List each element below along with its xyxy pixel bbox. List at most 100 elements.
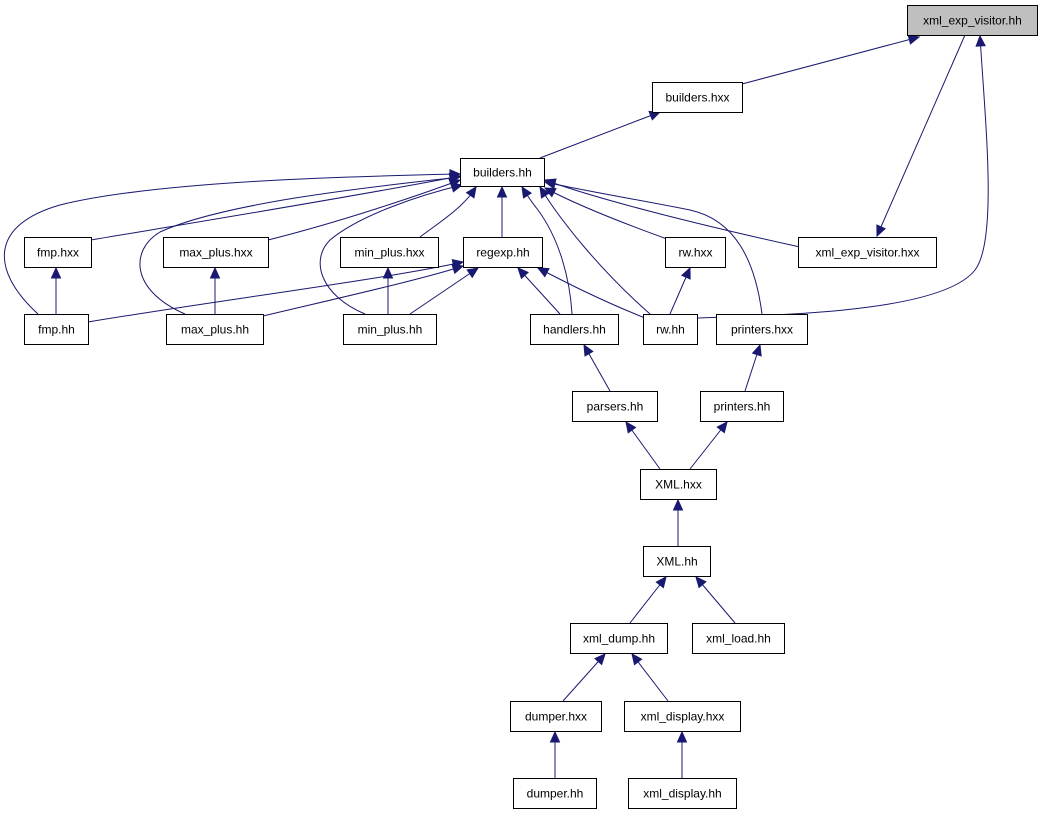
node-label: XML.hh: [656, 555, 697, 569]
arrowhead-icon: [583, 343, 594, 357]
node-label: xml_display.hxx: [641, 710, 725, 724]
node-label: builders.hh: [473, 166, 532, 180]
node-box: [652, 82, 743, 113]
arrowhead-icon: [536, 267, 550, 278]
arrowhead-icon: [465, 185, 477, 199]
arrowhead-icon: [625, 421, 637, 434]
node-fmp-hh[interactable]: fmp.hh: [24, 314, 89, 345]
arrowhead-icon: [448, 172, 462, 184]
node-label: xml_dump.hh: [583, 632, 655, 646]
node-label: printers.hh: [714, 400, 771, 414]
edge-xml_display_hh-to-xml_display_hxx: [676, 730, 688, 778]
edge-printers_hxx-to-builders_hh: [543, 179, 763, 315]
arrowhead-icon: [450, 182, 464, 193]
node-label: xml_display.hh: [643, 787, 721, 801]
edge-printers_hh-to-printers_hxx: [744, 343, 762, 392]
edge-dumper_hxx-to-xml_dump_hh: [562, 653, 606, 702]
node-xml-exp-visitor-hh[interactable]: xml_exp_visitor.hh: [907, 5, 1038, 36]
edge-rw_hh-to-regexp_hh: [536, 267, 646, 319]
node-box: [513, 778, 597, 809]
node-xml-exp-visitor-hxx[interactable]: xml_exp_visitor.hxx: [798, 237, 937, 268]
node-parsers-hh[interactable]: parsers.hh: [572, 391, 658, 422]
node-label: builders.hxx: [665, 91, 729, 105]
arrowhead-icon: [517, 267, 529, 280]
edge-min_plus_hh-to-regexp_hh: [409, 267, 480, 315]
node-box: [163, 237, 269, 268]
edge-builders_hh-to-builders_hxx: [539, 110, 662, 159]
arrowhead-icon: [672, 498, 684, 511]
node-box: [628, 778, 737, 809]
node-box: [340, 237, 439, 268]
node-builders-hh[interactable]: builders.hh: [460, 158, 545, 187]
node-XML-hxx[interactable]: XML.hxx: [640, 469, 717, 500]
node-xml-load-hh[interactable]: xml_load.hh: [692, 623, 785, 654]
node-xml-display-hxx[interactable]: xml_display.hxx: [624, 701, 741, 732]
node-dumper-hxx[interactable]: dumper.hxx: [510, 701, 602, 732]
node-builders-hxx[interactable]: builders.hxx: [652, 82, 743, 113]
arrowhead-icon: [631, 653, 643, 666]
node-regexp-hh[interactable]: regexp.hh: [463, 237, 543, 268]
arrowhead-icon: [655, 576, 667, 589]
node-box: [166, 314, 264, 345]
node-label: min_plus.hh: [358, 323, 423, 337]
node-box: [463, 237, 543, 268]
node-box: [570, 623, 668, 654]
edge-rw_hh-to-xml_exp_visitor_hh: [696, 34, 989, 319]
arrowhead-icon: [695, 576, 707, 589]
node-box: [716, 314, 808, 345]
edge-XML_hh-to-XML_hxx: [672, 498, 684, 546]
node-label: xml_exp_visitor.hh: [923, 14, 1022, 28]
arrowhead-icon: [716, 421, 728, 434]
node-box: [643, 314, 698, 345]
node-max-plus-hxx[interactable]: max_plus.hxx: [163, 237, 269, 268]
node-box: [692, 623, 785, 654]
node-fmp-hxx[interactable]: fmp.hxx: [24, 237, 92, 268]
arrowhead-icon: [680, 266, 691, 280]
node-label: rw.hh: [656, 323, 685, 337]
node-min-plus-hh[interactable]: min_plus.hh: [343, 314, 437, 345]
node-box: [343, 314, 437, 345]
node-dumper-hh[interactable]: dumper.hh: [513, 778, 597, 809]
edge-min_plus_hxx-to-builders_hh: [419, 185, 477, 238]
node-xml-display-hh[interactable]: xml_display.hh: [628, 778, 737, 809]
node-box: [510, 701, 602, 732]
arrowhead-icon: [876, 224, 887, 238]
edge-max_plus_hh-to-regexp_hh: [262, 264, 465, 317]
arrowhead-icon: [975, 34, 986, 47]
node-box: [907, 5, 1038, 36]
node-label: xml_load.hh: [706, 632, 771, 646]
edge-regexp_hh-to-builders_hh: [496, 185, 508, 237]
node-label: max_plus.hxx: [179, 246, 252, 260]
node-label: handlers.hh: [543, 323, 606, 337]
edge-handlers_hh-to-regexp_hh: [517, 267, 561, 315]
node-min-plus-hxx[interactable]: min_plus.hxx: [340, 237, 439, 268]
edge-xml_load_hh-to-XML_hh: [695, 576, 736, 624]
node-printers-hh[interactable]: printers.hh: [700, 391, 784, 422]
node-label: min_plus.hxx: [354, 246, 424, 260]
node-label: fmp.hh: [38, 323, 75, 337]
node-XML-hh[interactable]: XML.hh: [643, 546, 711, 577]
edge-rw_hxx-to-builders_hh: [543, 187, 668, 240]
edge-max_plus_hh-to-max_plus_hxx: [209, 266, 221, 314]
node-box: [700, 391, 784, 422]
node-label: regexp.hh: [476, 246, 529, 260]
node-xml-dump-hh[interactable]: xml_dump.hh: [570, 623, 668, 654]
edge-xml_exp_visitor_hh-to-xml_exp_visitor_hxx: [876, 34, 966, 238]
node-handlers-hh[interactable]: handlers.hh: [530, 314, 619, 345]
arrowhead-icon: [549, 730, 561, 743]
edge-xml_exp_visitor_hxx-to-builders_hh: [543, 178, 801, 248]
node-box: [640, 469, 717, 500]
node-rw-hxx[interactable]: rw.hxx: [665, 237, 726, 268]
edge-xml_display_hxx-to-xml_dump_hh: [631, 653, 669, 702]
node-label: rw.hxx: [678, 246, 712, 260]
node-label: xml_exp_visitor.hxx: [815, 246, 919, 260]
node-box: [665, 237, 726, 268]
arrowhead-icon: [539, 185, 551, 199]
node-rw-hh[interactable]: rw.hh: [643, 314, 698, 345]
arrowhead-icon: [676, 730, 688, 743]
node-label: max_plus.hh: [181, 323, 249, 337]
node-label: dumper.hxx: [525, 710, 587, 724]
node-box: [798, 237, 937, 268]
node-max-plus-hh[interactable]: max_plus.hh: [166, 314, 264, 345]
node-printers-hxx[interactable]: printers.hxx: [716, 314, 808, 345]
